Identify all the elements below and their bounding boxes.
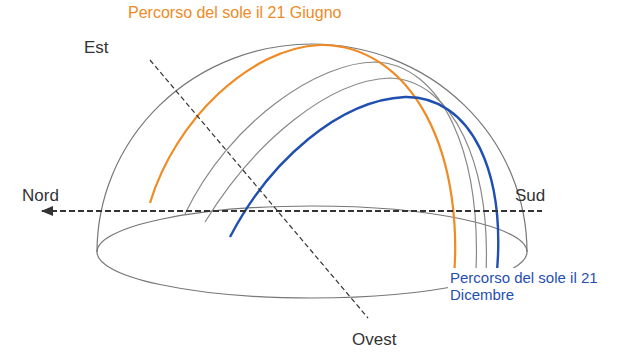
sun-path-gray xyxy=(205,78,486,292)
north-south-axis xyxy=(42,210,542,212)
december-path-label: Percorso del sole il 21 Dicembre xyxy=(448,268,602,305)
june-sun-path xyxy=(150,45,455,300)
west-label: Ovest xyxy=(352,330,396,350)
east-west-axis xyxy=(150,60,368,318)
east-label: Est xyxy=(84,38,109,58)
june-path-label: Percorso del sole il 21 Giugno xyxy=(128,4,341,22)
south-label: Sud xyxy=(515,186,545,206)
north-label: Nord xyxy=(22,186,59,206)
december-sun-path xyxy=(230,97,498,292)
